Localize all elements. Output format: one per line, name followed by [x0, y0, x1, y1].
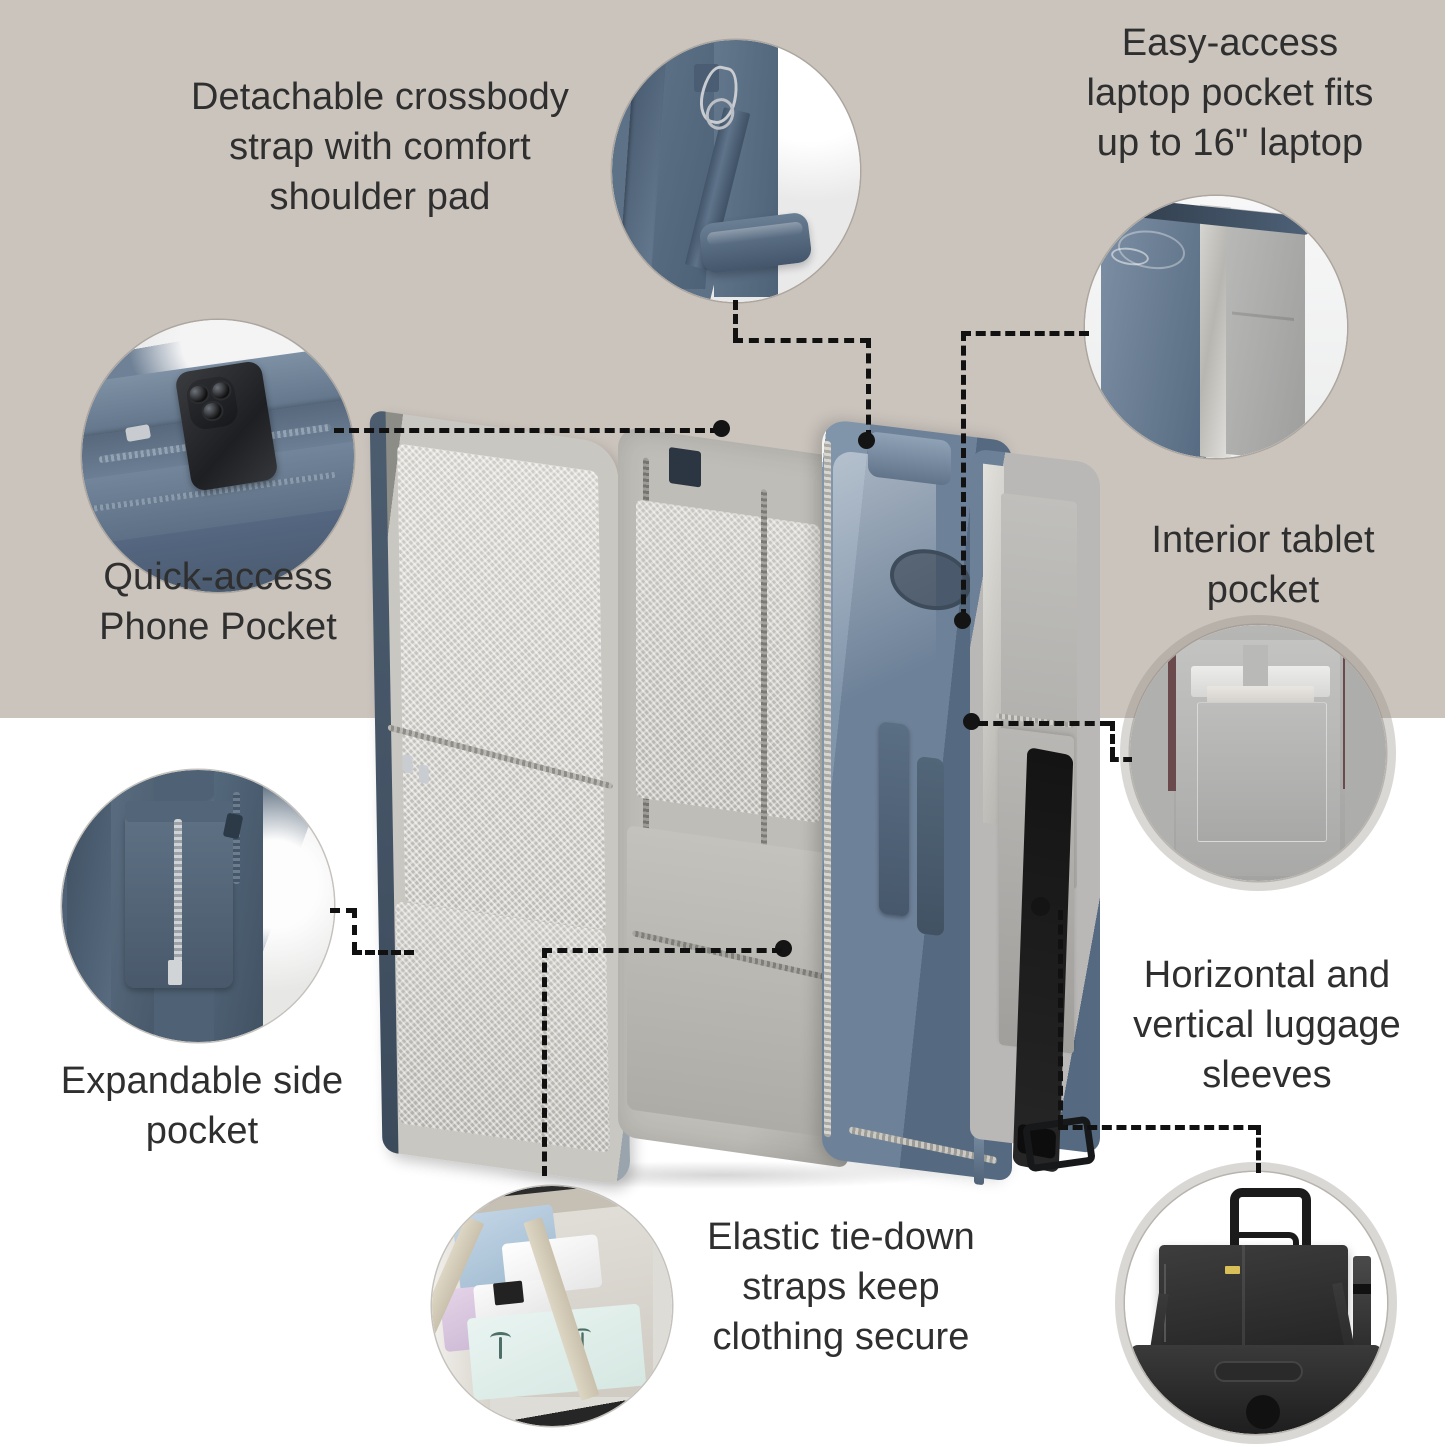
callout-label-phone-pocket: Quick-access Phone Pocket	[99, 556, 337, 649]
connector-luggage-sleeve-v2	[1256, 1125, 1261, 1173]
connector-dot-phone-pocket	[713, 420, 730, 437]
connector-side-pocket-h2	[352, 950, 414, 955]
callout-label-elastic-straps: Elastic tie-down straps keep clothing se…	[707, 1216, 975, 1359]
connector-side-pocket-v1	[352, 908, 357, 952]
middle-flap	[627, 824, 839, 1139]
main-product-photo	[369, 409, 1110, 1200]
bag-middle-compartment	[618, 425, 848, 1169]
connector-dot-laptop-pocket	[954, 612, 971, 629]
front-main-zipper	[823, 440, 831, 1138]
connector-tablet-pocket-h1	[978, 721, 1110, 726]
laptop-pocket-photo	[1085, 196, 1347, 458]
connector-tablet-pocket-h2	[1110, 757, 1132, 762]
mesh-pocket-upper	[396, 442, 607, 932]
connector-luggage-sleeve-v1	[1058, 910, 1063, 1125]
side-pocket-photo	[62, 770, 334, 1042]
connector-dot-detachable-strap	[858, 432, 875, 449]
connector-luggage-sleeve-h1	[1058, 1125, 1258, 1130]
callout-thumb-phone-pocket	[82, 320, 354, 592]
callout-label-luggage-sleeve: Horizontal and vertical luggage sleeves	[1133, 954, 1401, 1097]
front-strap-loop-b	[917, 755, 944, 937]
middle-mesh-pocket	[636, 499, 821, 824]
connector-elastic-straps-h1	[542, 948, 782, 953]
connector-detachable-strap-v2	[866, 338, 871, 440]
connector-tablet-pocket-v1	[1110, 721, 1115, 757]
callout-thumb-detachable-strap	[612, 40, 860, 302]
lid-rim	[369, 409, 399, 1154]
connector-side-pocket-h1	[330, 908, 356, 913]
callout-label-side-pocket: Expandable side pocket	[60, 1060, 344, 1153]
connector-laptop-pocket-v1	[961, 331, 966, 619]
connector-detachable-strap-v1	[733, 300, 738, 338]
callout-thumb-tablet-pocket	[1130, 625, 1386, 881]
connector-phone-pocket-h1	[334, 428, 720, 433]
connector-detachable-strap-h1	[733, 338, 870, 343]
luggage-sleeve-photo	[1125, 1172, 1387, 1434]
connector-elastic-straps-v1	[542, 948, 547, 1176]
connector-dot-tablet-pocket	[963, 713, 980, 730]
front-strap-loop-a	[879, 721, 910, 918]
callout-thumb-luggage-sleeve	[1125, 1172, 1387, 1434]
callout-label-laptop-pocket: Easy-access laptop pocket fits up to 16"…	[1086, 22, 1374, 165]
callout-thumb-elastic-straps	[432, 1186, 672, 1426]
elastic-straps-photo	[432, 1186, 672, 1426]
connector-dot-luggage-sleeve	[1031, 897, 1050, 916]
callout-thumb-laptop-pocket	[1085, 196, 1347, 458]
connector-laptop-pocket-h1	[961, 331, 1089, 336]
callout-label-tablet-pocket: Interior tablet pocket	[1151, 519, 1375, 612]
tablet-pocket-photo	[1130, 625, 1386, 881]
lid-zipper-pulls	[402, 754, 432, 795]
callout-label-detachable-strap: Detachable crossbody strap with comfort …	[191, 76, 569, 219]
mesh-pocket-lower	[394, 901, 611, 1154]
callout-thumb-side-pocket	[62, 770, 334, 1042]
middle-zipper-tab	[668, 447, 701, 488]
strap-photo	[612, 40, 860, 302]
bag-lid-panel	[369, 409, 631, 1187]
phone-pocket-photo	[82, 320, 354, 592]
